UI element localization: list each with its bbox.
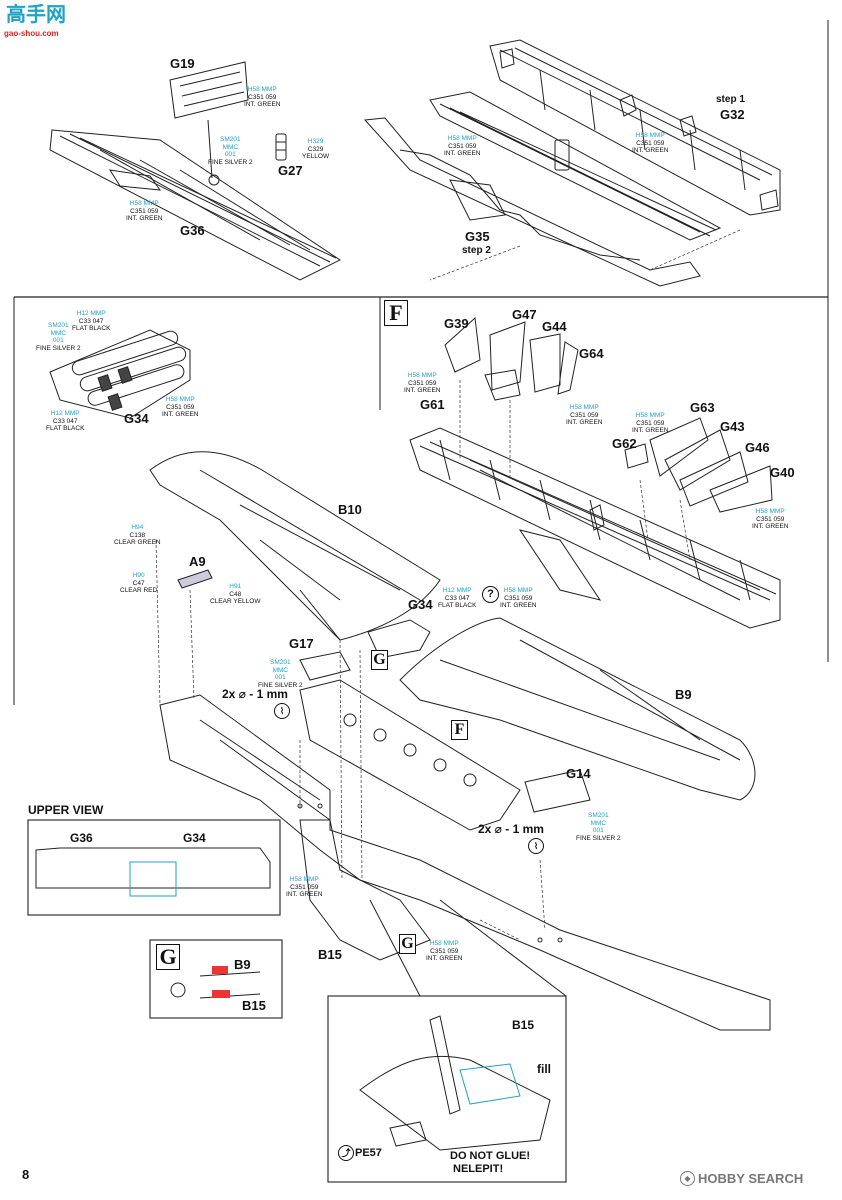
label-b10: B10: [338, 502, 362, 517]
pe57-icon: ⤴: [338, 1145, 354, 1161]
label-g63: G63: [690, 400, 715, 415]
detail-warn-cz: NELEPIT!: [453, 1163, 504, 1175]
label-a9: A9: [189, 554, 206, 569]
section-g-marker: G: [371, 650, 388, 670]
g27-part: [275, 133, 287, 161]
label-g36: G36: [180, 223, 205, 238]
label-g46: G46: [745, 440, 770, 455]
cockpit-floor-drawing: [299, 679, 521, 831]
upper-view-title: UPPER VIEW: [28, 803, 104, 817]
page-number: 8: [22, 1167, 30, 1182]
brand-watermark: HOBBY SEARCH: [698, 1171, 804, 1186]
label-g32: G32: [720, 107, 745, 122]
label-g43: G43: [720, 419, 745, 434]
watermark-url: gao-shou.com: [4, 29, 59, 38]
label-b15: B15: [318, 947, 342, 962]
label-g34-cradle: G34: [124, 411, 149, 426]
detail-b15: B15: [512, 1018, 535, 1032]
g17-panel: [299, 651, 351, 681]
section-g-lower-marker: G: [399, 934, 416, 954]
help-icon: ?: [482, 586, 499, 603]
label-g61: G61: [420, 397, 445, 412]
label-step1: step 1: [716, 94, 745, 105]
label-g27: G27: [278, 163, 303, 178]
label-b9: B9: [675, 687, 692, 702]
label-g19: G19: [170, 56, 195, 71]
drill-note-left: 2x ⌀ - 1 mm: [222, 687, 288, 701]
upper-view-drawing: [35, 847, 271, 889]
g-detail-box: [149, 939, 283, 1019]
label-g17: G17: [289, 636, 314, 651]
detail-warn-en: DO NOT GLUE!: [450, 1150, 531, 1162]
g-detail-b15: B15: [242, 998, 266, 1013]
section-f-small-marker: F: [451, 720, 468, 740]
label-g14: G14: [566, 766, 591, 781]
label-g64: G64: [579, 346, 604, 361]
label-g47: G47: [512, 307, 537, 322]
label-g62: G62: [612, 436, 637, 451]
drill-icon-left: ⌇: [274, 703, 290, 719]
b15-detail-box: [327, 995, 567, 1183]
label-g40: G40: [770, 465, 795, 480]
upper-view-g34: G34: [183, 831, 206, 845]
detail-fill: fill: [537, 1062, 551, 1076]
section-f-marker: F: [384, 300, 408, 326]
b9-wing-drawing: [399, 617, 756, 801]
drill-note-right: 2x ⌀ - 1 mm: [478, 822, 544, 836]
g32-g35-assembly-drawing: [363, 39, 781, 287]
label-pe57: PE57: [355, 1147, 382, 1159]
g-detail-marker: G: [156, 944, 180, 970]
label-g34-panel: G34: [408, 597, 433, 612]
upper-view-g36: G36: [70, 831, 93, 845]
drill-icon-right: ⌇: [528, 838, 544, 854]
a9-part: [177, 569, 213, 589]
brand-logo-icon: ◆: [680, 1171, 695, 1186]
label-g39: G39: [444, 316, 469, 331]
f-fuselage-assembly-drawing: [409, 316, 781, 629]
b10-wing-drawing: [149, 451, 441, 641]
label-step2: step 2: [462, 245, 491, 256]
upper-view-box: [27, 819, 281, 916]
label-g35: G35: [465, 229, 490, 244]
g14-panel: [524, 769, 591, 813]
g34-cradle-drawing: [49, 329, 191, 419]
g-detail-b9: B9: [234, 957, 251, 972]
label-g44: G44: [542, 319, 567, 334]
watermark-chinese: 高手网: [6, 4, 66, 26]
g36-floor-drawing: [49, 61, 341, 281]
